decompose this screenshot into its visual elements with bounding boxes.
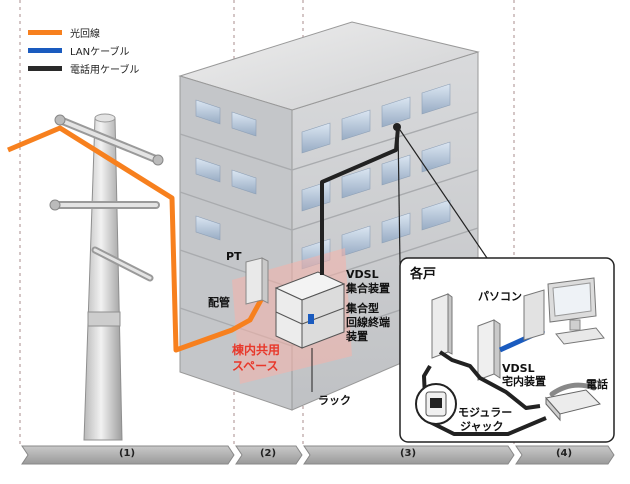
pt-box <box>245 257 269 305</box>
legend-label-lan: LANケーブル <box>70 46 130 58</box>
legend-swatch-fiber <box>28 29 62 35</box>
phone-cable-riser <box>320 127 400 275</box>
modular-jack <box>415 383 457 425</box>
each-unit-label: 各戸 <box>410 267 437 282</box>
segment-1-label: (1) <box>118 448 136 459</box>
vdsl-home-label-line1: VDSL <box>502 362 535 375</box>
pt-label: PT <box>226 250 242 263</box>
legend-item-fiber: 光回線 <box>28 25 100 40</box>
legend-label-phone: 電話用ケーブル <box>70 64 140 76</box>
modular-label-line2: ジャック <box>460 420 504 433</box>
shugo-label-line1: 集合型 <box>346 302 379 315</box>
legend-label-fiber: 光回線 <box>70 28 100 40</box>
rack-label: ラック <box>318 394 351 407</box>
legend-item-phone: 電話用ケーブル <box>28 61 140 76</box>
utility-pole <box>49 113 164 441</box>
vdsl-home-device <box>477 319 501 381</box>
shared-space-label-line1: 棟内共用 <box>232 343 281 357</box>
haikan-label: 配管 <box>208 296 230 309</box>
rack-cabinet <box>274 271 346 349</box>
segment-3: (3) <box>304 446 512 464</box>
inset-phone-cable <box>438 350 541 410</box>
segment-1: (1) <box>22 446 232 464</box>
telephone <box>545 382 601 422</box>
fiber-line <box>7 125 265 353</box>
legend-item-lan: LANケーブル <box>28 43 130 58</box>
pc-computer <box>523 277 605 345</box>
vdsl-home-label-line2: 宅内装置 <box>502 375 546 388</box>
vdsl-label-line2: 集合装置 <box>346 282 390 295</box>
segment-3-label: (3) <box>399 448 417 459</box>
segment-bar <box>21 445 615 465</box>
phone-label: 電話 <box>586 378 608 391</box>
legend-swatch-lan <box>28 47 62 53</box>
inset-phone-cable-2 <box>422 364 547 436</box>
pc-label: パソコン <box>478 290 522 303</box>
legend-swatch-phone <box>28 65 62 71</box>
shared-space-label-line2: スペース <box>232 359 279 373</box>
shugo-label-line3: 装置 <box>346 330 368 343</box>
segment-4: (4) <box>516 446 612 464</box>
segment-2-label: (2) <box>259 448 277 459</box>
shugo-label-line2: 回線終端 <box>346 316 390 329</box>
vdsl-label-line1: VDSL <box>346 268 379 281</box>
modular-label-line1: モジュラー <box>458 406 513 419</box>
wall-outlet <box>431 293 453 359</box>
zoom-lines <box>397 126 488 265</box>
segment-4-label: (4) <box>555 448 573 459</box>
segment-2: (2) <box>236 446 300 464</box>
